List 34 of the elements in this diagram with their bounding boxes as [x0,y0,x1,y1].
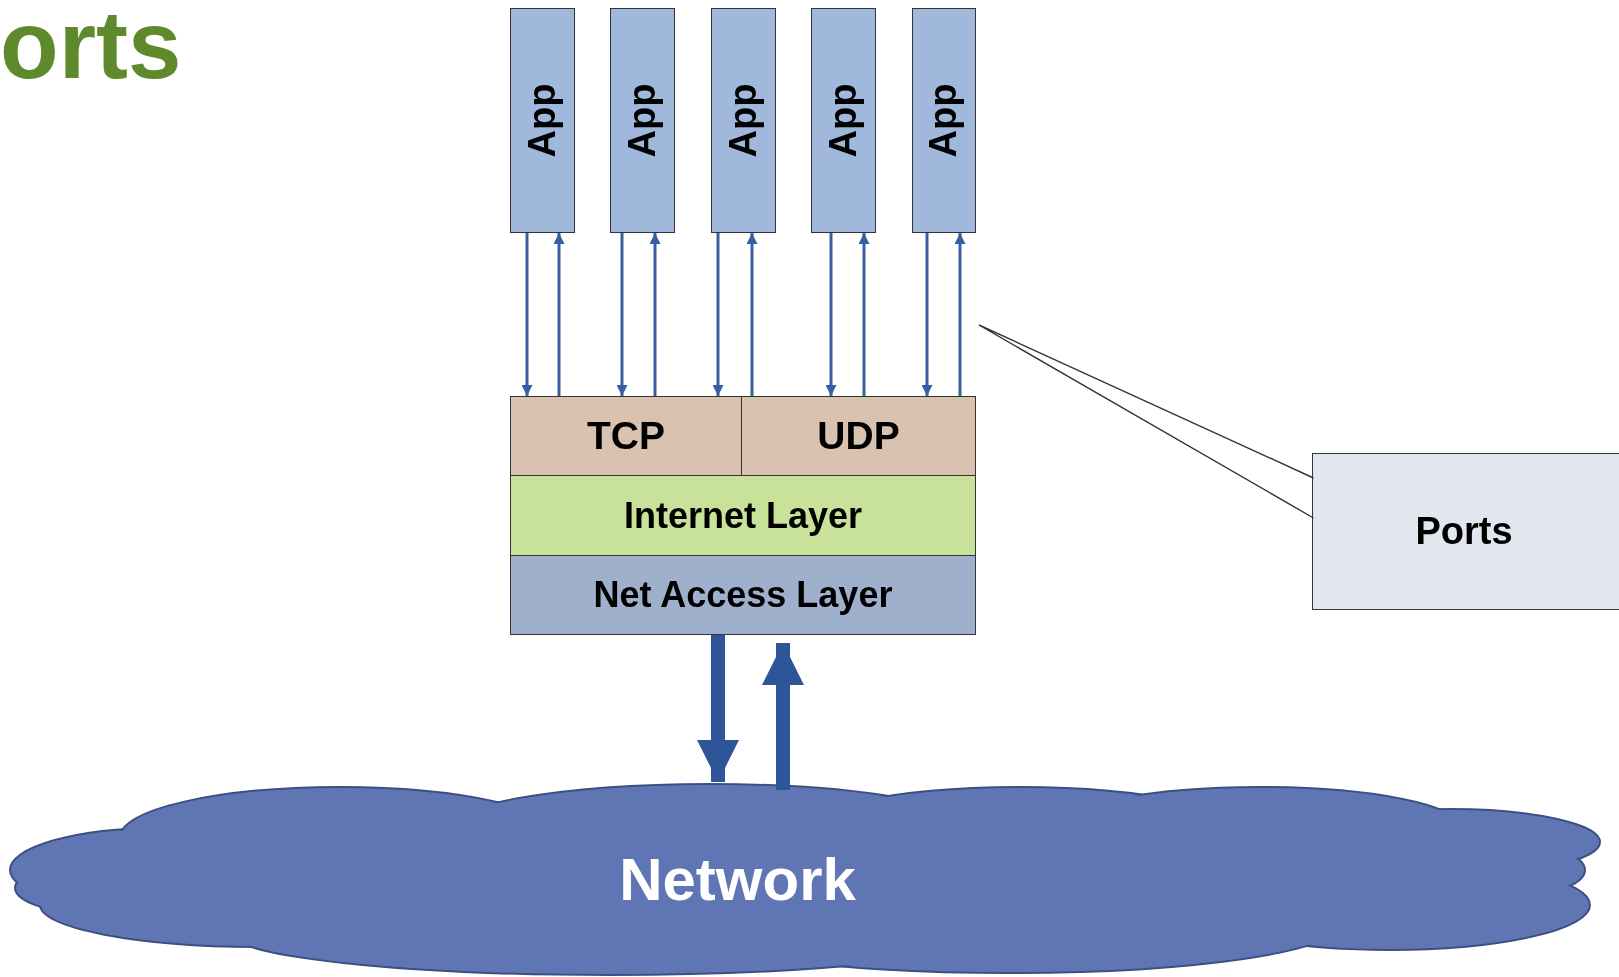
layer-box [510,475,976,556]
layer-box [510,555,976,635]
arrow [649,233,661,396]
arrow [921,233,933,396]
thick-arrow [697,635,739,782]
node-label: Ports [1415,510,1513,553]
node-label: TCP [587,414,665,458]
app-box [610,8,675,233]
thick-arrow [762,643,804,790]
node-label: Internet Layer [623,494,863,537]
protocol-box [510,396,742,476]
app-label: App [922,83,966,158]
arrow [553,233,565,396]
protocol-box [741,396,976,476]
app-box [711,8,776,233]
node-label: UDP [817,414,900,458]
app-box [510,8,575,233]
node-label: Network [619,844,856,914]
callout-box [1312,453,1619,610]
arrow [954,233,966,396]
arrow [825,233,837,396]
arrow [712,233,724,396]
slide-title: orts [0,0,182,98]
arrow [746,233,758,396]
app-label: App [822,83,865,158]
app-box [912,8,976,233]
arrow [616,233,628,396]
app-label: App [722,83,765,158]
app-label: App [621,83,664,158]
arrow [858,233,870,396]
node-label: Net Access Layer [593,574,893,616]
app-label: App [521,83,564,158]
arrow [521,233,533,396]
app-box [811,8,876,233]
